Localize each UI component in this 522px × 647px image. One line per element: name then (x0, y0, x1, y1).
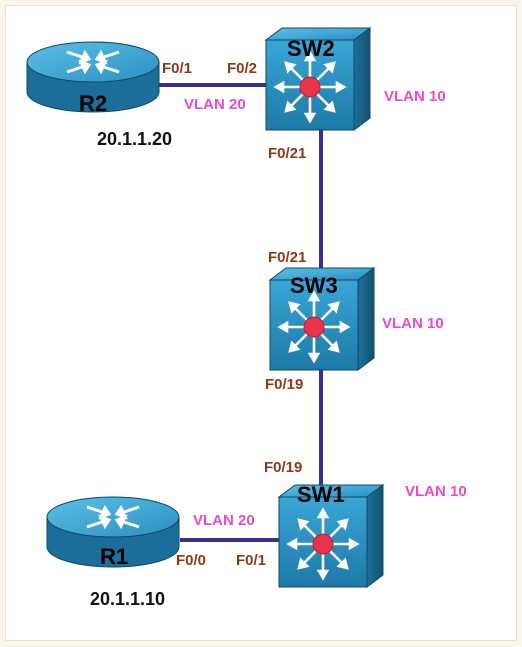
r1-port-f00: F0/0 (176, 552, 207, 569)
sw2-vlan: VLAN 10 (384, 88, 446, 105)
r1-ip: 20.1.1.10 (90, 589, 166, 609)
r1-name: R1 (100, 544, 129, 569)
r2-port-f01: F0/1 (162, 60, 193, 77)
sw3-name: SW3 (290, 273, 338, 298)
r2-ip: 20.1.1.20 (97, 129, 173, 149)
sw2-port-f02: F0/2 (227, 60, 258, 77)
sw1-port-f01: F0/1 (236, 552, 267, 569)
r2-name: R2 (79, 91, 108, 116)
sw1-name: SW1 (297, 482, 345, 507)
sw1-port-f019: F0/19 (264, 459, 303, 476)
sw3-vlan: VLAN 10 (382, 315, 444, 332)
r2-sw2-vlan: VLAN 20 (184, 96, 246, 113)
sw3-port-f019: F0/19 (265, 376, 304, 393)
sw1-vlan: VLAN 10 (405, 483, 467, 500)
sw2-name: SW2 (287, 36, 335, 61)
sw3-port-f021: F0/21 (268, 249, 307, 266)
r1-sw1-vlan: VLAN 20 (193, 512, 255, 529)
sw2-port-f021: F0/21 (268, 145, 307, 162)
